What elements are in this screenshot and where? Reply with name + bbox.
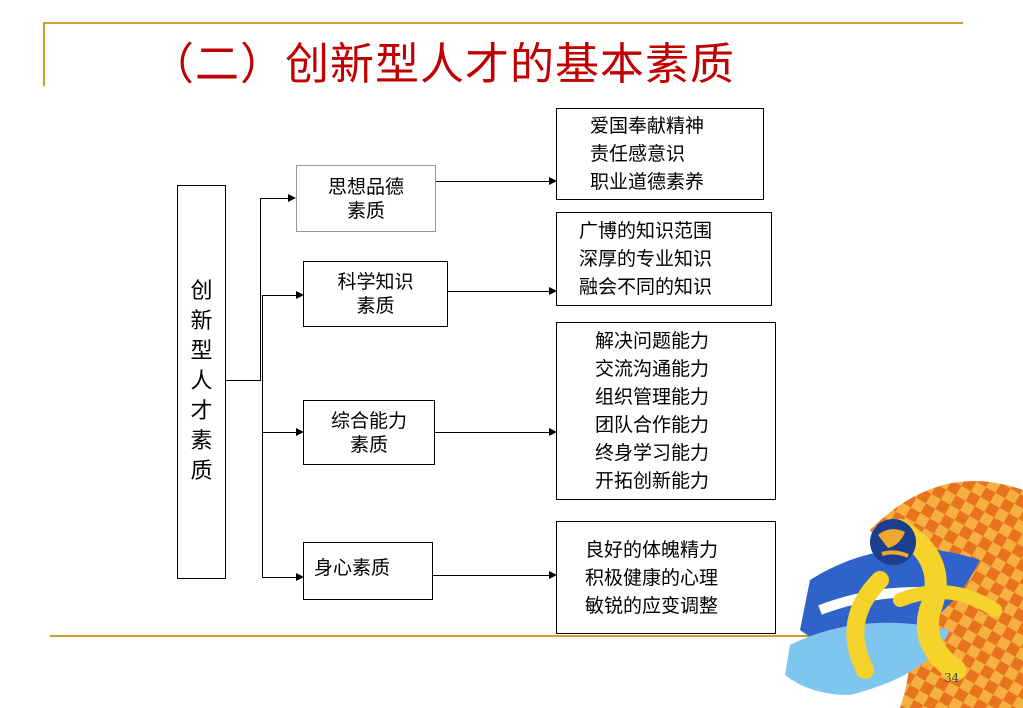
detail-line — [448, 291, 549, 292]
branch-label: 思想品德 — [327, 175, 404, 198]
top-rule — [43, 22, 963, 24]
branch-line — [262, 295, 296, 296]
detail-item: 广博的知识范围 — [579, 220, 713, 242]
arrow-head-icon — [288, 194, 296, 202]
arrow-head-icon — [549, 287, 557, 295]
arrow-head-icon — [296, 428, 304, 436]
arrow-head-icon — [296, 573, 304, 581]
branch-label: 素质 — [349, 433, 388, 456]
branch-label: 科学知识 — [337, 271, 414, 293]
detail-item: 融会不同的知识 — [579, 276, 713, 298]
branch-line — [262, 432, 296, 433]
root-char: 型 — [190, 339, 213, 364]
spine-line — [262, 295, 263, 578]
arrow-head-icon — [549, 177, 557, 185]
detail-box-3: 解决问题能力 交流沟通能力 组织管理能力 团队合作能力 终身学习能力 开拓创新能… — [556, 322, 776, 500]
branch-label: 身心素质 — [314, 557, 391, 579]
decorative-corner-art — [785, 481, 1023, 708]
branch-label: 素质 — [356, 295, 395, 317]
root-char: 质 — [190, 459, 213, 484]
detail-item: 交流沟通能力 — [595, 358, 710, 380]
root-char: 才 — [190, 399, 213, 424]
detail-item: 解决问题能力 — [595, 330, 710, 352]
detail-item: 敏锐的应变调整 — [585, 594, 719, 617]
detail-box-4: 良好的体魄精力 积极健康的心理 敏锐的应变调整 — [556, 521, 776, 634]
branch-label: 综合能力 — [330, 409, 407, 432]
branch-box-3: 综合能力 素质 — [303, 400, 435, 465]
detail-item: 爱国奉献精神 — [590, 115, 705, 137]
branch-box-2: 科学知识 素质 — [303, 261, 448, 327]
arrow-head-icon — [296, 291, 304, 299]
detail-item: 开拓创新能力 — [595, 470, 710, 492]
detail-line — [433, 575, 549, 576]
detail-item: 责任感意识 — [590, 143, 686, 165]
arrow-head-icon — [549, 428, 557, 436]
page-number: 34 — [944, 671, 960, 685]
detail-item: 深厚的专业知识 — [579, 248, 713, 270]
detail-line — [436, 181, 549, 182]
detail-item: 职业道德素养 — [590, 171, 705, 193]
root-char: 人 — [190, 369, 213, 394]
root-char: 创 — [190, 279, 213, 304]
detail-line — [435, 432, 549, 433]
bottom-rule — [50, 635, 970, 637]
slide-title: （二）创新型人才的基本素质 — [150, 39, 735, 90]
root-char: 素 — [190, 429, 213, 454]
branch-line — [262, 577, 296, 578]
branch-label: 素质 — [346, 199, 385, 222]
detail-box-2: 广博的知识范围 深厚的专业知识 融会不同的知识 — [556, 212, 772, 306]
root-box: 创 新 型 人 才 素 质 — [177, 185, 226, 579]
root-connector — [226, 380, 260, 381]
detail-item: 积极健康的心理 — [585, 566, 719, 589]
left-rule — [43, 22, 45, 86]
detail-item: 团队合作能力 — [595, 414, 710, 436]
branch-box-1: 思想品德 素质 — [296, 165, 436, 232]
detail-item: 终身学习能力 — [595, 442, 710, 464]
root-char: 新 — [190, 309, 213, 334]
detail-item: 组织管理能力 — [595, 386, 710, 408]
branch-line — [260, 198, 288, 199]
branch-box-4: 身心素质 — [303, 542, 433, 600]
arrow-head-icon — [549, 571, 557, 579]
detail-box-1: 爱国奉献精神 责任感意识 职业道德素养 — [556, 108, 764, 200]
spine-line — [260, 198, 261, 381]
detail-item: 良好的体魄精力 — [585, 538, 719, 561]
